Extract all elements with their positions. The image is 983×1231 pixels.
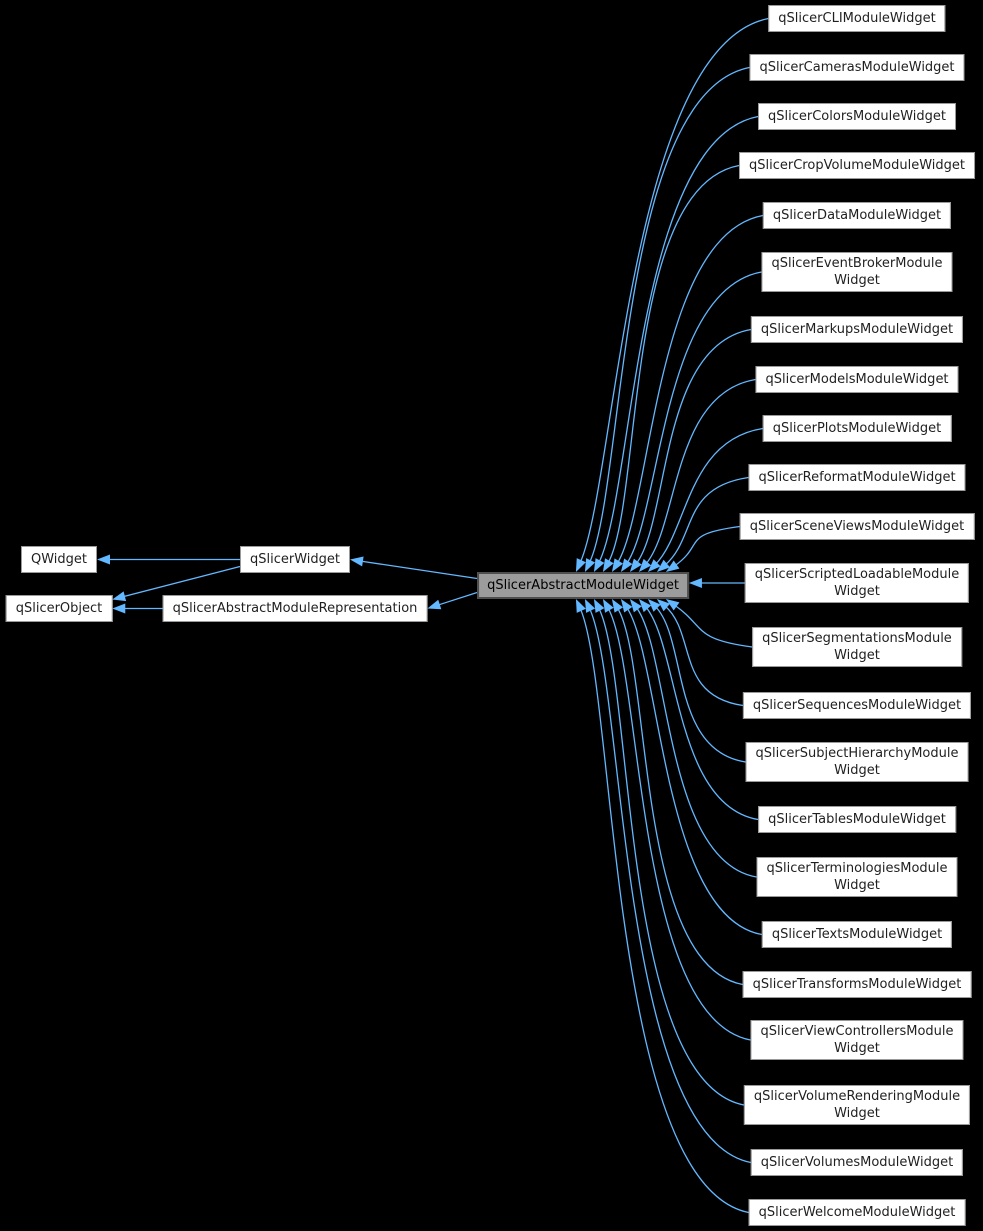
inheritance-arrowhead xyxy=(602,558,614,572)
class-node-QWidget[interactable]: QWidget xyxy=(20,546,98,573)
inheritance-edge xyxy=(626,271,762,565)
inheritance-edge xyxy=(616,214,763,564)
inheritance-edge xyxy=(359,560,478,580)
inheritance-edge xyxy=(436,591,478,607)
inheritance-edge xyxy=(607,607,751,1041)
inheritance-edge xyxy=(598,115,759,564)
inheritance-arrowhead xyxy=(647,559,661,572)
inheritance-edge xyxy=(654,427,763,566)
inheritance-edge xyxy=(644,378,756,565)
inheritance-arrowhead xyxy=(97,554,111,565)
inheritance-edge xyxy=(626,606,762,936)
inheritance-edge xyxy=(616,607,743,986)
class-node-qSlicerColorsModuleWidget[interactable]: qSlicerColorsModuleWidget xyxy=(758,103,956,130)
inheritance-arrowhead xyxy=(665,560,680,572)
class-node-qSlicerCLIModuleWidget[interactable]: qSlicerCLIModuleWidget xyxy=(768,5,946,32)
inheritance-edge xyxy=(579,17,769,564)
class-node-qSlicerCropVolumeModuleWidget[interactable]: qSlicerCropVolumeModuleWidget xyxy=(739,152,975,179)
inheritance-arrowhead xyxy=(575,599,586,613)
inheritance-arrowhead xyxy=(688,578,702,588)
class-node-qSlicerAbstractModuleWidget: qSlicerAbstractModuleWidget xyxy=(477,572,689,599)
inheritance-edge xyxy=(673,525,740,567)
class-node-qSlicerTransformsModuleWidget[interactable]: qSlicerTransformsModuleWidget xyxy=(742,971,972,998)
class-node-qSlicerCamerasModuleWidget[interactable]: qSlicerCamerasModuleWidget xyxy=(749,54,965,81)
class-node-qSlicerWelcomeModuleWidget[interactable]: qSlicerWelcomeModuleWidget xyxy=(748,1199,966,1226)
class-node-qSlicerWidget[interactable]: qSlicerWidget xyxy=(240,546,350,573)
inheritance-edge xyxy=(635,606,757,878)
inheritance-edge xyxy=(654,605,746,763)
inheritance-arrowhead xyxy=(112,591,127,602)
inheritance-arrowhead xyxy=(593,599,605,613)
inheritance-arrowhead xyxy=(629,558,642,572)
class-node-qSlicerTablesModuleWidget[interactable]: qSlicerTablesModuleWidget xyxy=(758,806,956,833)
inheritance-arrowhead xyxy=(575,558,586,572)
class-node-qSlicerSceneViewsModuleWidget[interactable]: qSlicerSceneViewsModuleWidget xyxy=(739,513,975,540)
class-node-qSlicerTextsModuleWidget[interactable]: qSlicerTextsModuleWidget xyxy=(761,921,953,948)
inheritance-edge xyxy=(644,606,759,821)
inheritance-arrowhead xyxy=(427,599,442,610)
inheritance-arrowhead xyxy=(620,599,633,613)
class-node-qSlicerDataModuleWidget[interactable]: qSlicerDataModuleWidget xyxy=(762,202,952,229)
inheritance-edge xyxy=(579,607,749,1214)
class-node-qSlicerModelsModuleWidget[interactable]: qSlicerModelsModuleWidget xyxy=(755,366,959,393)
inheritance-edge xyxy=(588,66,750,564)
inheritance-arrowhead xyxy=(584,599,596,613)
inheritance-arrowhead xyxy=(611,599,624,613)
inheritance-arrowhead xyxy=(656,599,671,612)
class-node-qSlicerObject[interactable]: qSlicerObject xyxy=(5,595,113,622)
inheritance-arrowhead xyxy=(665,599,680,611)
inheritance-arrowhead xyxy=(593,558,605,572)
inheritance-edge xyxy=(588,607,751,1164)
inheritance-edge xyxy=(598,607,745,1106)
inheritance-arrowhead xyxy=(584,558,596,572)
inheritance-arrowhead xyxy=(629,599,642,613)
inheritance-edge xyxy=(607,164,740,564)
class-node-qSlicerPlotsModuleWidget[interactable]: qSlicerPlotsModuleWidget xyxy=(762,415,952,442)
inheritance-arrowhead xyxy=(647,599,661,612)
inheritance-arrowhead xyxy=(112,603,126,614)
inheritance-arrowhead xyxy=(638,558,652,572)
class-node-qSlicerReformatModuleWidget[interactable]: qSlicerReformatModuleWidget xyxy=(748,464,966,491)
inheritance-arrowhead xyxy=(611,558,624,572)
inheritance-arrowhead xyxy=(602,599,614,613)
inheritance-edge xyxy=(121,565,241,598)
inheritance-arrowhead xyxy=(656,559,671,572)
inheritance-arrowhead xyxy=(350,556,364,567)
class-node-qSlicerSequencesModuleWidget[interactable]: qSlicerSequencesModuleWidget xyxy=(742,692,972,719)
inheritance-edge xyxy=(673,604,753,648)
inheritance-edge xyxy=(664,476,749,567)
class-node-qSlicerAbstractModuleRepresentation[interactable]: qSlicerAbstractModuleRepresentation xyxy=(162,595,428,622)
inheritance-edge xyxy=(664,604,744,707)
inheritance-arrowhead xyxy=(620,558,633,572)
inheritance-edge xyxy=(635,328,752,565)
class-node-qSlicerMarkupsModuleWidget[interactable]: qSlicerMarkupsModuleWidget xyxy=(750,316,964,343)
class-node-qSlicerVolumesModuleWidget[interactable]: qSlicerVolumesModuleWidget xyxy=(750,1149,964,1176)
inheritance-arrowhead xyxy=(638,599,652,613)
